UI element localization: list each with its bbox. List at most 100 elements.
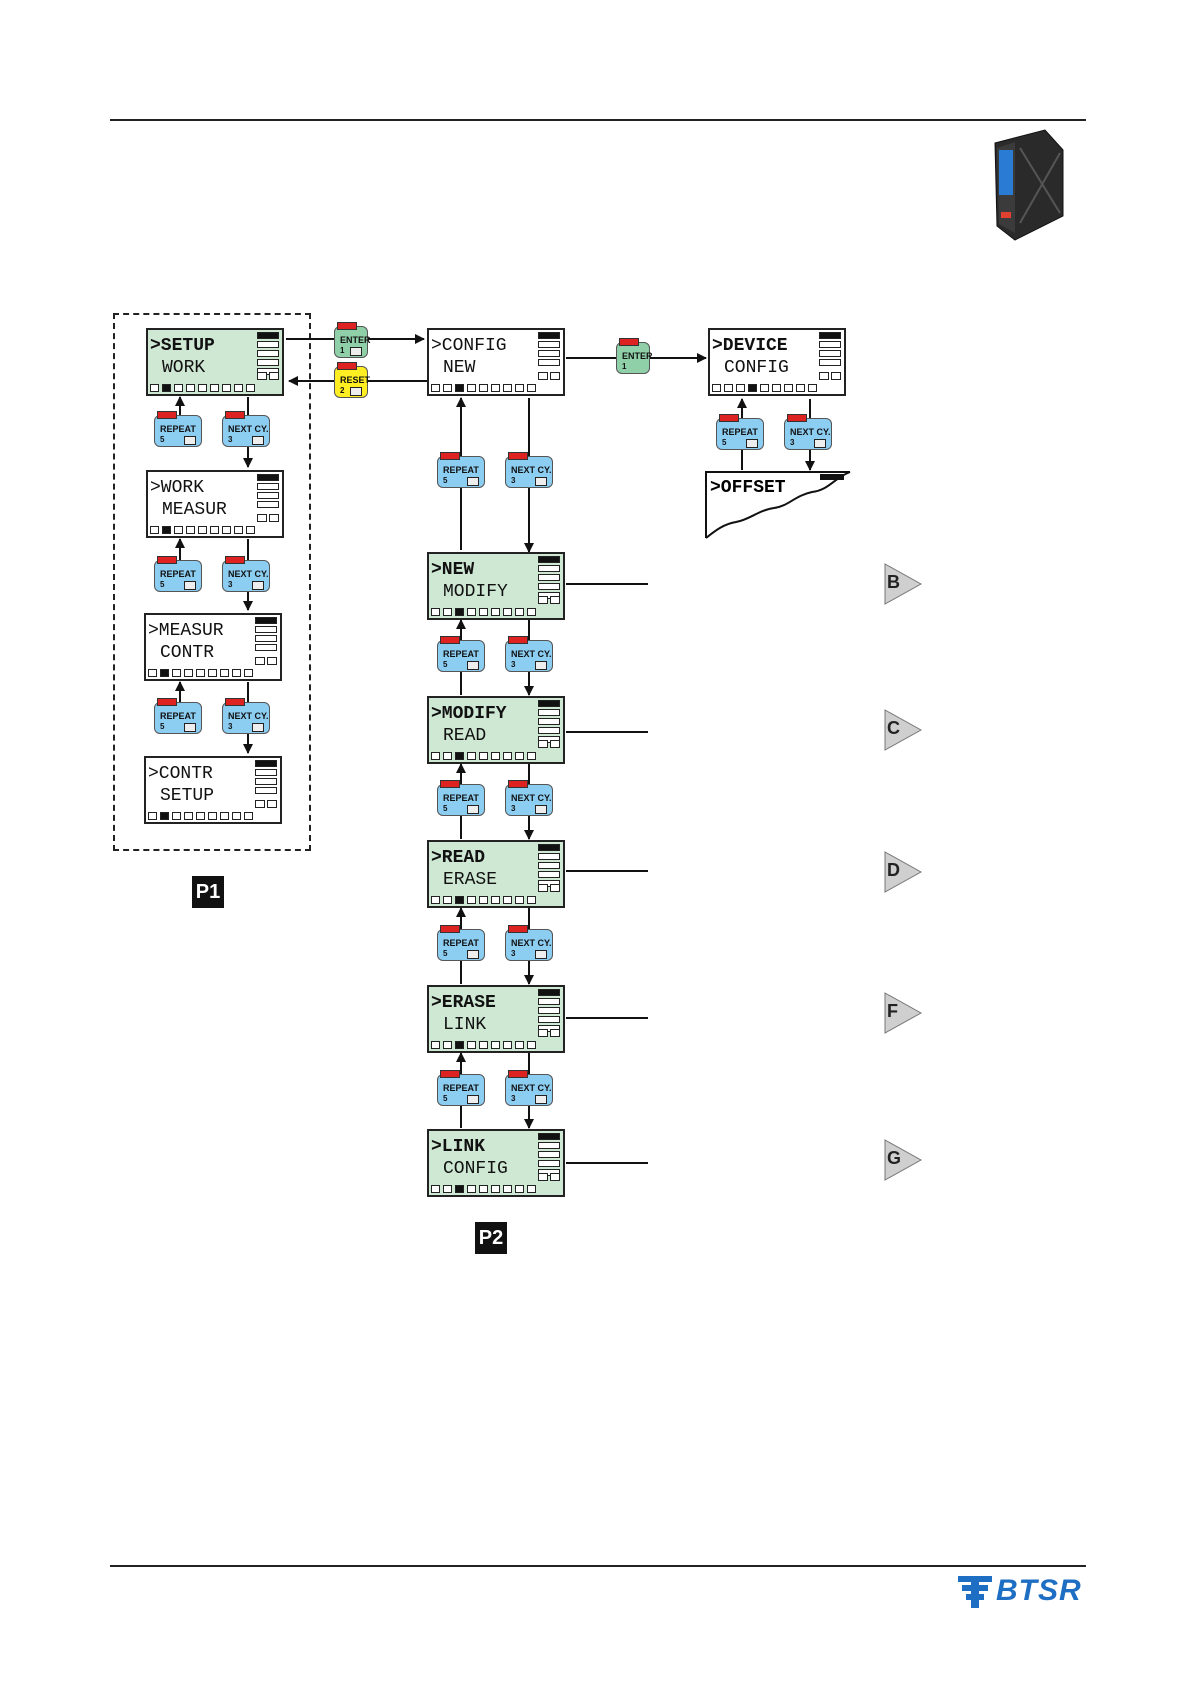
ref-label: F bbox=[887, 1001, 898, 1021]
next-key-label: NEXT CY. bbox=[511, 938, 552, 948]
repeat-key-label: REPEAT bbox=[160, 711, 196, 721]
up-icon bbox=[184, 581, 196, 590]
lcd-erase-link: >ERASE LINK bbox=[427, 985, 565, 1053]
lcd-offset-partial bbox=[705, 471, 851, 539]
lcd-line2: LINK bbox=[443, 1015, 487, 1035]
enter-key-label: ENTER bbox=[622, 351, 653, 361]
enter-key-number: 1 bbox=[622, 362, 627, 371]
triangle-icon bbox=[884, 709, 923, 751]
triangle-icon bbox=[884, 851, 923, 893]
next-key-number: 3 bbox=[511, 660, 516, 669]
top-rule bbox=[110, 119, 1086, 121]
ref-b-triangle[interactable]: B bbox=[883, 562, 923, 606]
repeat-key-label: REPEAT bbox=[443, 465, 479, 475]
repeat-key-label: REPEAT bbox=[443, 1083, 479, 1093]
lcd-device-config: >DEVICE CONFIG bbox=[708, 328, 846, 396]
ref-d-triangle[interactable]: D bbox=[883, 850, 923, 894]
next-cycle-key[interactable]: NEXT CY.3 bbox=[222, 411, 270, 447]
next-key-number: 3 bbox=[511, 1094, 516, 1103]
lcd-line1: >CONFIG bbox=[431, 336, 507, 356]
ref-g-triangle[interactable]: G bbox=[883, 1138, 923, 1182]
lcd-line2: WORK bbox=[162, 358, 206, 378]
next-key-number: 3 bbox=[228, 435, 233, 444]
lcd-work-measur: >WORK MEASUR bbox=[146, 470, 284, 538]
next-key-label: NEXT CY. bbox=[511, 1083, 552, 1093]
lcd-line1: >CONTR bbox=[148, 764, 213, 784]
up-icon bbox=[467, 477, 479, 486]
next-key-number: 3 bbox=[511, 949, 516, 958]
ref-label: D bbox=[887, 860, 900, 880]
up-icon bbox=[467, 661, 479, 670]
next-key-label: NEXT CY. bbox=[228, 711, 269, 721]
triangle-icon bbox=[884, 992, 923, 1034]
lcd-config-new: >CONFIG NEW bbox=[427, 328, 565, 396]
repeat-key-number: 5 bbox=[160, 722, 165, 731]
bottom-rule bbox=[110, 1565, 1086, 1567]
next-key-label: NEXT CY. bbox=[511, 465, 552, 475]
lcd-line1: >READ bbox=[431, 848, 486, 868]
next-cycle-key[interactable]: NEXT CY.3 bbox=[505, 780, 553, 816]
lcd-setup-work: >SETUP WORK bbox=[146, 328, 284, 396]
next-key-number: 3 bbox=[511, 804, 516, 813]
lcd-read-erase: >READ ERASE bbox=[427, 840, 565, 908]
brand-mark-icon bbox=[958, 1576, 992, 1608]
repeat-key-label: REPEAT bbox=[443, 793, 479, 803]
next-key-label: NEXT CY. bbox=[790, 427, 831, 437]
triangle-icon bbox=[884, 563, 923, 605]
repeat-key-label: REPEAT bbox=[443, 649, 479, 659]
ref-label: G bbox=[887, 1148, 902, 1168]
down-icon bbox=[535, 805, 547, 814]
enter-key-number: 1 bbox=[340, 346, 345, 355]
up-icon bbox=[184, 723, 196, 732]
repeat-key-number: 5 bbox=[443, 660, 448, 669]
ref-label: C bbox=[887, 718, 900, 738]
next-key-label: NEXT CY. bbox=[228, 569, 269, 579]
repeat-key-number: 5 bbox=[722, 438, 727, 447]
down-icon bbox=[535, 950, 547, 959]
ref-c-triangle[interactable]: C bbox=[883, 708, 923, 752]
next-key-label: NEXT CY. bbox=[511, 793, 552, 803]
repeat-key-number: 5 bbox=[160, 435, 165, 444]
up-icon bbox=[184, 436, 196, 445]
repeat-key-label: REPEAT bbox=[160, 424, 196, 434]
ref-f-triangle[interactable]: F bbox=[883, 991, 923, 1035]
lcd-offset-line1: >OFFSET bbox=[710, 478, 786, 498]
next-key-number: 3 bbox=[511, 476, 516, 485]
next-cycle-key[interactable]: NEXT CY.3 bbox=[222, 556, 270, 592]
lcd-line2: CONTR bbox=[160, 643, 215, 663]
lcd-line2: MODIFY bbox=[443, 582, 508, 602]
label-p1: P1 bbox=[192, 876, 224, 908]
setup-submenu-frame bbox=[113, 313, 311, 851]
lcd-measur-contr: >MEASUR CONTR bbox=[144, 613, 282, 681]
ref-label: B bbox=[887, 572, 900, 592]
next-cycle-key[interactable]: NEXT CY.3 bbox=[222, 698, 270, 734]
enter-icon bbox=[350, 347, 362, 356]
repeat-key-number: 5 bbox=[443, 476, 448, 485]
lcd-modify-read: >MODIFY READ bbox=[427, 696, 565, 764]
repeat-key-number: 5 bbox=[443, 1094, 448, 1103]
next-cycle-key[interactable]: NEXT CY.3 bbox=[505, 452, 553, 488]
lcd-new-modify: >NEW MODIFY bbox=[427, 552, 565, 620]
next-cycle-key[interactable]: NEXT CY.3 bbox=[505, 925, 553, 961]
lcd-contr-setup: >CONTR SETUP bbox=[144, 756, 282, 824]
next-cycle-key[interactable]: NEXT CY.3 bbox=[505, 1070, 553, 1106]
next-cycle-key[interactable]: NEXT CY.3 bbox=[505, 636, 553, 672]
repeat-key-number: 5 bbox=[160, 580, 165, 589]
next-cycle-key[interactable]: NEXT CY.3 bbox=[784, 414, 832, 450]
brand-name: BTSR bbox=[996, 1574, 1082, 1607]
lcd-line2: NEW bbox=[443, 358, 476, 378]
next-key-number: 3 bbox=[228, 722, 233, 731]
